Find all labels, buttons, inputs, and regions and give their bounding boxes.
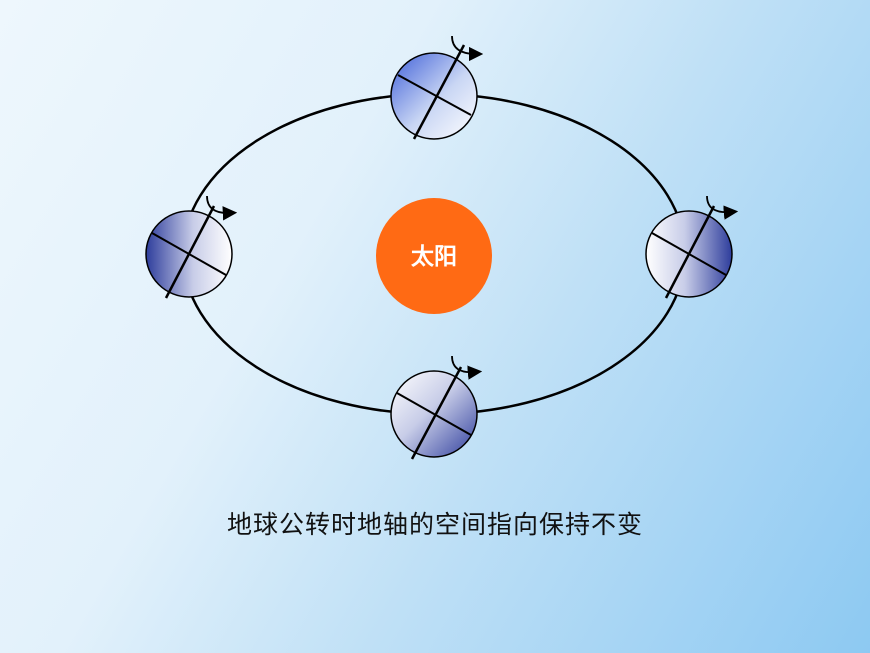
earth-top-rotation-arrow-icon bbox=[451, 35, 484, 62]
earth-top bbox=[390, 35, 484, 140]
earth-top-globe bbox=[390, 52, 478, 140]
sun-disc bbox=[376, 198, 492, 314]
earth-right bbox=[645, 195, 739, 299]
earth-top-equator bbox=[397, 74, 472, 116]
earth-right-axis bbox=[664, 205, 716, 299]
earth-top-axis bbox=[412, 44, 466, 140]
earth-bottom-rotation-arrow-icon bbox=[451, 355, 483, 380]
sun: 太阳 bbox=[376, 198, 492, 314]
caption: 地球公转时地轴的空间指向保持不变 bbox=[226, 510, 643, 539]
earth-left bbox=[145, 195, 238, 299]
earth-right-rotation-arrow-icon bbox=[706, 195, 739, 220]
earth-left-axis bbox=[164, 205, 216, 299]
earth-bottom-axis bbox=[410, 366, 463, 460]
earth-bottom bbox=[390, 355, 483, 460]
earth-left-rotation-arrow-icon bbox=[206, 195, 238, 221]
sun-label: 太阳 bbox=[411, 244, 457, 270]
earth-bottom-equator bbox=[396, 392, 472, 436]
